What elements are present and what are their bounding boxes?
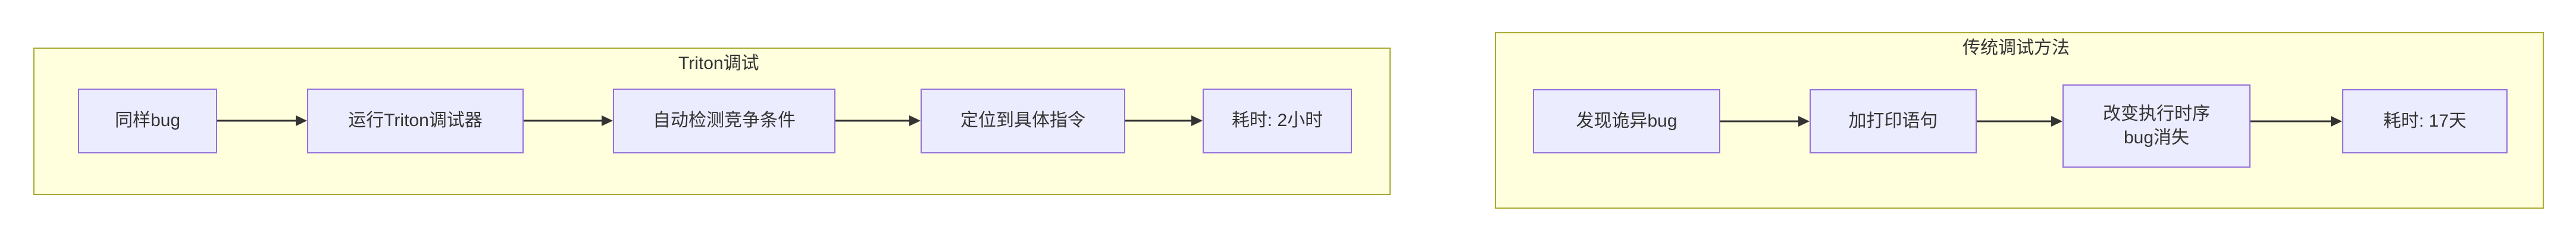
node-t5[interactable]: 耗时: 2小时 — [1203, 89, 1352, 153]
node-t2[interactable]: 运行Triton调试器 — [307, 89, 524, 153]
node-t1-label: 同样bug — [114, 111, 181, 131]
node-t4[interactable]: 定位到具体指令 — [921, 89, 1125, 153]
node-d2[interactable]: 加打印语句 — [1810, 89, 1977, 153]
node-d1[interactable]: 发现诡异bug — [1533, 89, 1720, 153]
node-t1[interactable]: 同样bug — [78, 89, 217, 153]
node-t3-label: 自动检测竞争条件 — [653, 111, 796, 131]
node-d3-label: 改变执行时序 bug消失 — [2103, 103, 2210, 148]
node-t4-label: 定位到具体指令 — [960, 111, 1085, 131]
node-t5-label: 耗时: 2小时 — [1231, 111, 1323, 131]
node-t3[interactable]: 自动检测竞争条件 — [613, 89, 835, 153]
node-t2-label: 运行Triton调试器 — [348, 111, 483, 131]
node-d3[interactable]: 改变执行时序 bug消失 — [2062, 84, 2251, 168]
node-d4[interactable]: 耗时: 17天 — [2342, 89, 2508, 153]
node-d2-label: 加打印语句 — [1848, 111, 1938, 131]
subgraph-triton-title: Triton调试 — [678, 54, 759, 73]
node-d1-label: 发现诡异bug — [1576, 111, 1677, 131]
node-d4-label: 耗时: 17天 — [2383, 111, 2467, 131]
subgraph-traditional-title: 传统调试方法 — [1962, 38, 2070, 58]
